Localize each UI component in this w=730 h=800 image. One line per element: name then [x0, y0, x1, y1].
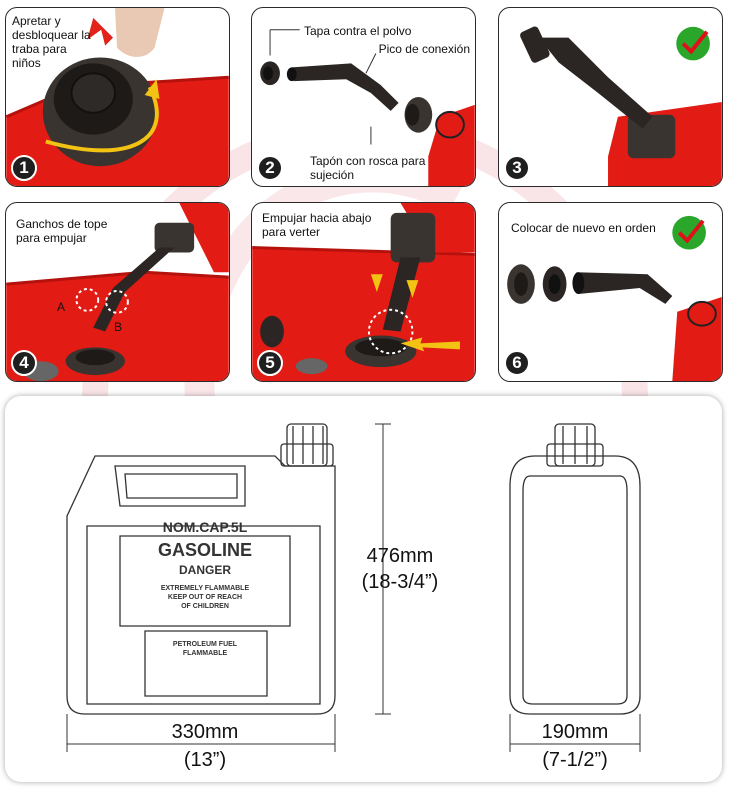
step-2-label-screw-cap: Tapón con rosca para sujeción — [310, 154, 426, 182]
can-subtitle: DANGER — [179, 563, 231, 577]
step-2-label-dust-cap: Tapa contra el polvo — [304, 24, 412, 38]
step-panel-6: Colocar de nuevo en orden 6 — [498, 202, 723, 382]
step-2-number: 2 — [257, 155, 283, 181]
width-mm: 330mm — [171, 721, 239, 743]
step-panel-4: Ganchos de tope para empujar A B 4 — [5, 202, 230, 382]
step-1-label: Apretar y desbloquear la traba para niño… — [12, 14, 91, 70]
step-6-number: 6 — [504, 350, 530, 376]
can-fuel-2: FLAMMABLE — [183, 650, 228, 657]
step-6-label: Colocar de nuevo en orden — [511, 221, 656, 235]
check-icon — [672, 215, 706, 250]
width-in: (13”) — [183, 749, 227, 771]
check-icon — [676, 26, 710, 61]
hook-mark-b: B — [114, 320, 123, 334]
step-panel-1: Apretar y desbloquear la traba para niño… — [5, 7, 230, 187]
step-1-number: 1 — [11, 155, 37, 181]
step-4-label: Ganchos de tope para empujar — [16, 217, 108, 245]
step-5-label: Empujar hacia abajo para verter — [262, 211, 372, 239]
can-warning-1: EXTREMELY FLAMMABLE — [161, 585, 250, 592]
height-in: (18-3/4”) — [361, 571, 439, 593]
can-title: GASOLINE — [158, 540, 252, 560]
can-side-outline — [509, 455, 641, 715]
dimensions-panel: NOM.CAP.5L GASOLINE DANGER EXTREMELY FLA… — [5, 396, 722, 782]
can-warning-2: KEEP OUT OF REACH — [168, 594, 242, 601]
can-front-outline — [66, 455, 336, 715]
can-warning-3: OF CHILDREN — [181, 603, 229, 610]
step-3-illustration — [520, 26, 722, 186]
height-mm: 476mm — [366, 545, 434, 567]
step-5-number: 5 — [257, 350, 283, 376]
step-4-number: 4 — [11, 350, 37, 376]
can-front-text: NOM.CAP.5L GASOLINE DANGER EXTREMELY FLA… — [158, 519, 252, 657]
step-panel-3: 3 — [498, 7, 723, 187]
step-panel-2: Tapa contra el polvo Pico de conexión Ta… — [251, 7, 476, 187]
hook-mark-a: A — [57, 300, 66, 314]
step-2-label-nozzle: Pico de conexión — [378, 42, 470, 56]
step-panel-5: Empujar hacia abajo para verter 5 — [251, 202, 476, 382]
can-brand-tag: NOM.CAP.5L — [163, 519, 248, 535]
step-3-number: 3 — [504, 155, 530, 181]
can-fuel-1: PETROLEUM FUEL — [173, 641, 238, 648]
depth-in: (7-1/2”) — [542, 749, 608, 771]
depth-mm: 190mm — [541, 721, 609, 743]
can-handle — [114, 465, 246, 507]
